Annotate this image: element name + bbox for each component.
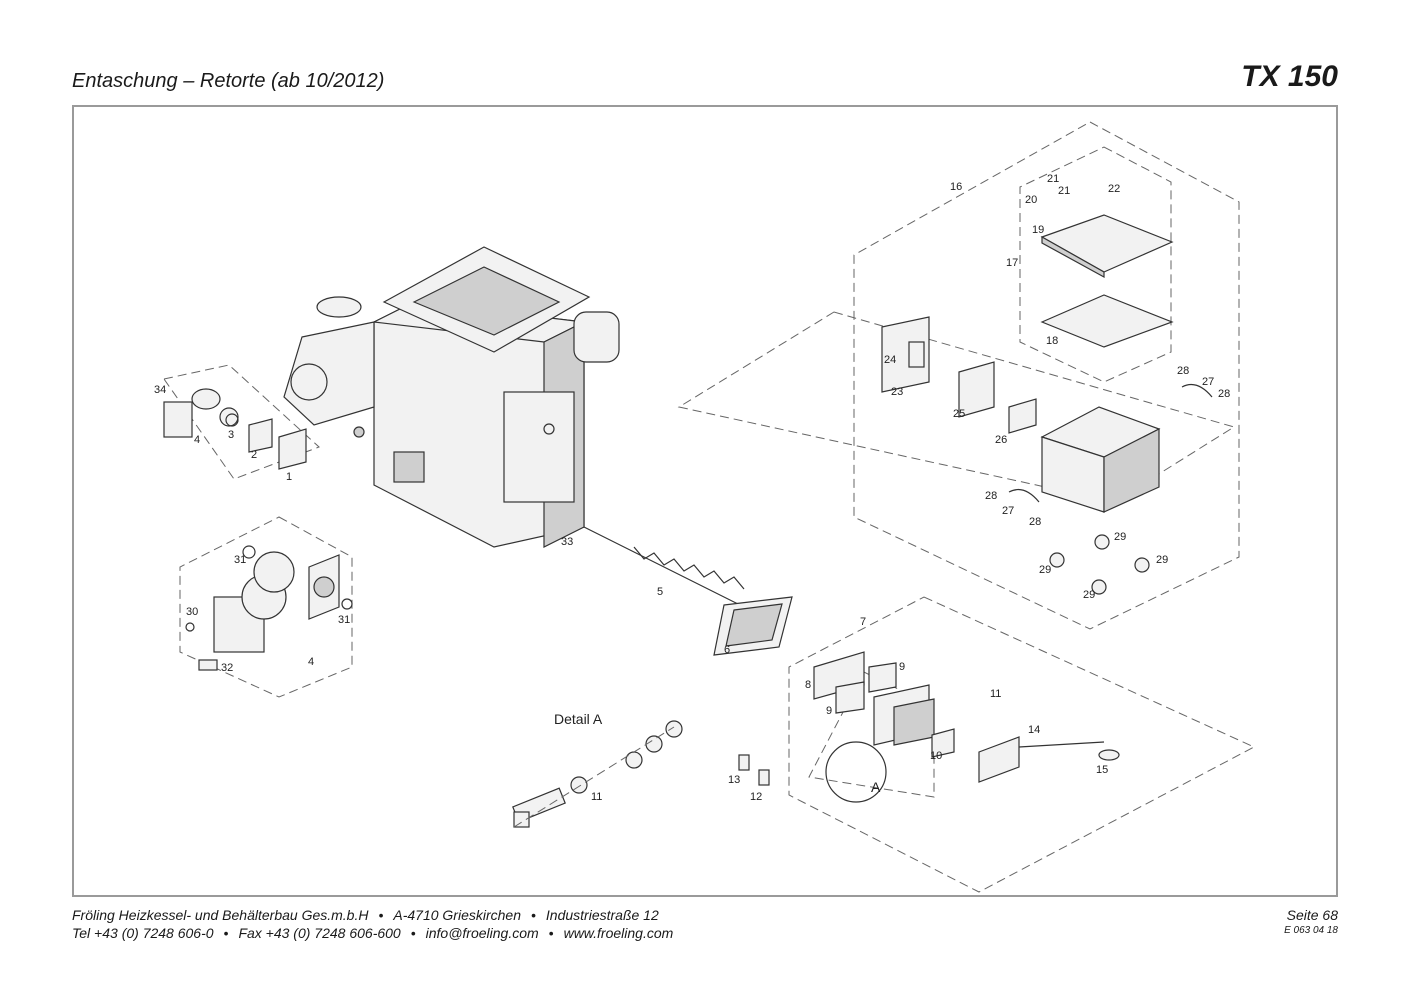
footer-line-1: Fröling Heizkessel- und Behälterbau Ges.… (72, 907, 659, 923)
callout-26: 26 (995, 434, 1007, 446)
callout-34: 34 (154, 384, 166, 396)
callout-12: 12 (750, 791, 762, 803)
detail-a-parts (512, 720, 683, 828)
group-outline-motor-top (163, 364, 320, 480)
group-outline-lever-7 (788, 596, 1256, 893)
callout-22: 22 (1108, 183, 1120, 195)
callout-27b: 27 (1002, 505, 1014, 517)
fax: Fax +43 (0) 7248 606-600 (238, 925, 401, 941)
detail-a-marker: A (871, 779, 881, 795)
callout-29: 29 (1114, 531, 1126, 543)
callout-10: 10 (930, 750, 942, 762)
callout-21b: 21 (1058, 185, 1070, 197)
model-name: TX 150 (1241, 60, 1338, 93)
callout-16: 16 (950, 181, 962, 193)
ash-bin (1008, 384, 1213, 595)
callout-11b: 11 (990, 688, 1001, 700)
callout-28b: 28 (1218, 388, 1230, 400)
group-outline-hopper (853, 121, 1240, 630)
motor-4-small (163, 388, 307, 470)
company-name: Fröling Heizkessel- und Behälterbau Ges.… (72, 907, 369, 923)
page-title: Entaschung – Retorte (ab 10/2012) (72, 70, 385, 92)
footer-page-info: Seite 68 E 063 04 18 (1284, 906, 1338, 938)
boiler-body (371, 246, 620, 548)
callout-30: 30 (186, 606, 198, 618)
callout-17: 17 (1006, 257, 1018, 269)
callout-13: 13 (728, 774, 740, 786)
group-outline-bearing (808, 671, 935, 798)
motor-gear-top (283, 296, 375, 438)
callout-9b: 9 (899, 661, 905, 673)
callout-21: 21 (1047, 173, 1059, 185)
callout-3: 3 (228, 429, 234, 441)
callout-28d: 28 (1029, 516, 1041, 528)
phone: Tel +43 (0) 7248 606-0 (72, 925, 214, 941)
group-outline-drive-4 (179, 516, 353, 698)
callout-8: 8 (805, 679, 811, 691)
website-link[interactable]: www.froeling.com (563, 925, 674, 941)
callout-2: 2 (251, 449, 257, 461)
exploded-parts-drawing: 34 4 3 2 1 33 5 6 31 30 31 32 4 11 7 8 9… (154, 121, 1256, 893)
address-street: Industriestraße 12 (545, 907, 659, 923)
email-link[interactable]: info@froeling.com (425, 925, 539, 941)
auger-screw-5 (583, 526, 793, 656)
callout-4: 4 (194, 434, 200, 446)
callout-31b: 31 (338, 614, 350, 626)
callout-24: 24 (884, 354, 896, 366)
callout-18: 18 (1046, 335, 1058, 347)
callout-33: 33 (561, 536, 573, 548)
callout-23: 23 (891, 386, 903, 398)
exploded-diagram-frame: 34 4 3 2 1 33 5 6 31 30 31 32 4 11 7 8 9… (72, 105, 1338, 897)
callout-31: 31 (234, 554, 246, 566)
callout-28c: 28 (985, 490, 997, 502)
footer-line-2: Tel +43 (0) 7248 606-0•Fax +43 (0) 7248 … (72, 925, 674, 941)
callout-1: 1 (286, 471, 292, 483)
footer-contact: Fröling Heizkessel- und Behälterbau Ges.… (72, 906, 673, 942)
callout-5: 5 (657, 586, 663, 598)
callout-32: 32 (221, 662, 233, 674)
callout-4b: 4 (308, 656, 314, 668)
document-code: E 063 04 18 (1284, 925, 1338, 936)
address-city: A-4710 Grieskirchen (393, 907, 521, 923)
group-outline-lid (1019, 146, 1172, 383)
callout-28: 28 (1177, 365, 1189, 377)
callout-29c: 29 (1039, 564, 1051, 576)
drive-unit-4 (185, 545, 353, 671)
detail-a-label: Detail A (554, 711, 603, 727)
callout-6: 6 (724, 644, 730, 656)
callout-20: 20 (1025, 194, 1037, 206)
callout-15: 15 (1096, 764, 1108, 776)
page-number: Seite 68 (1286, 907, 1338, 923)
inspection-hatch-23-26 (881, 316, 1037, 434)
callout-27: 27 (1202, 376, 1214, 388)
callout-25: 25 (953, 408, 965, 420)
hopper-lid-17-18 (1040, 214, 1174, 348)
callout-14: 14 (1028, 724, 1040, 736)
callout-7: 7 (860, 616, 866, 628)
callout-29b: 29 (1156, 554, 1168, 566)
callout-9: 9 (826, 705, 832, 717)
lever-mechanism-7 (738, 651, 1120, 803)
callout-29d: 29 (1083, 589, 1095, 601)
callout-19: 19 (1032, 224, 1044, 236)
callout-11: 11 (591, 791, 602, 803)
